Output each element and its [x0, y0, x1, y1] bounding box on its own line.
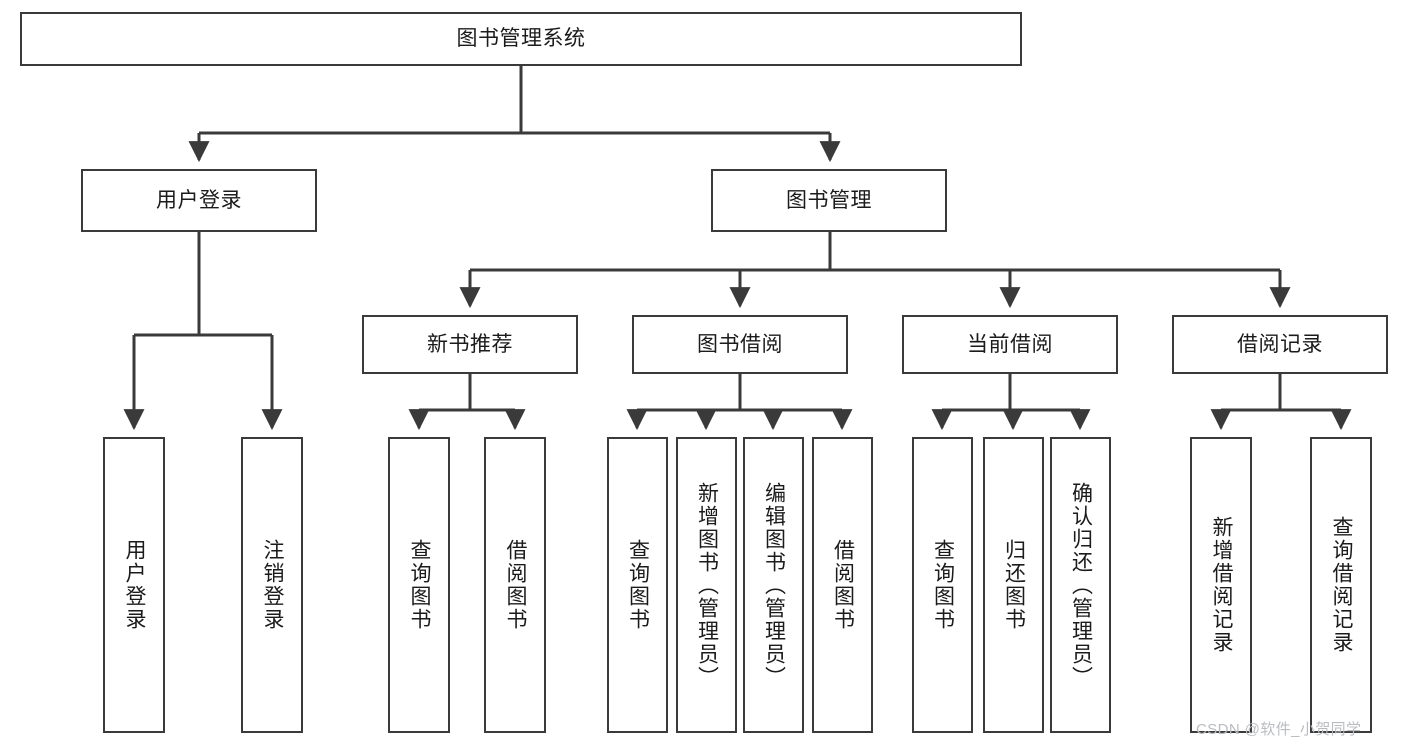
node-leaf-edit-book[interactable]: 编辑图书（管理员） [743, 437, 804, 733]
node-book-borrow[interactable]: 图书借阅 [632, 315, 848, 374]
node-leaf-return-book-label: 归还图书 [1002, 539, 1026, 631]
node-root[interactable]: 图书管理系统 [20, 12, 1022, 66]
node-current-borrow[interactable]: 当前借阅 [902, 315, 1118, 374]
node-leaf-user-logout[interactable]: 注销登录 [241, 437, 303, 733]
node-root-label: 图书管理系统 [456, 27, 586, 51]
node-leaf-query-book-2-label: 查询图书 [626, 539, 650, 631]
node-leaf-borrow-book-1[interactable]: 借阅图书 [484, 437, 546, 733]
node-leaf-add-book-label: 新增图书（管理员） [695, 481, 719, 689]
node-leaf-borrow-book-2[interactable]: 借阅图书 [812, 437, 873, 733]
node-leaf-query-book-3-label: 查询图书 [931, 539, 955, 631]
node-borrow-record-label: 借阅记录 [1237, 332, 1323, 356]
node-borrow-record[interactable]: 借阅记录 [1172, 315, 1388, 374]
node-leaf-add-record-label: 新增借阅记录 [1210, 516, 1234, 654]
node-user-login-label: 用户登录 [156, 188, 242, 212]
node-leaf-query-record[interactable]: 查询借阅记录 [1310, 437, 1372, 733]
node-leaf-add-record[interactable]: 新增借阅记录 [1190, 437, 1252, 733]
node-leaf-return-book[interactable]: 归还图书 [983, 437, 1044, 733]
node-new-book-rec-label: 新书推荐 [427, 332, 513, 356]
node-leaf-user-login-label: 用户登录 [123, 539, 147, 631]
node-leaf-edit-book-label: 编辑图书（管理员） [762, 481, 786, 689]
node-leaf-query-book-1-label: 查询图书 [408, 539, 432, 631]
node-current-borrow-label: 当前借阅 [967, 332, 1053, 356]
node-leaf-add-book[interactable]: 新增图书（管理员） [676, 437, 737, 733]
node-book-borrow-label: 图书借阅 [697, 332, 783, 356]
node-leaf-borrow-book-1-label: 借阅图书 [504, 539, 528, 631]
node-user-login[interactable]: 用户登录 [81, 169, 317, 232]
node-new-book-rec[interactable]: 新书推荐 [362, 315, 578, 374]
node-leaf-query-record-label: 查询借阅记录 [1330, 516, 1354, 654]
csdn-watermark: CSDN @软件_小贺同学 [1196, 721, 1362, 738]
node-book-manage[interactable]: 图书管理 [711, 169, 947, 232]
node-leaf-query-book-2[interactable]: 查询图书 [607, 437, 668, 733]
node-leaf-query-book-1[interactable]: 查询图书 [388, 437, 450, 733]
node-leaf-user-logout-label: 注销登录 [261, 539, 285, 631]
node-book-manage-label: 图书管理 [786, 188, 872, 212]
node-leaf-borrow-book-2-label: 借阅图书 [831, 539, 855, 631]
node-leaf-query-book-3[interactable]: 查询图书 [912, 437, 973, 733]
node-leaf-confirm-return[interactable]: 确认归还（管理员） [1050, 437, 1111, 733]
node-leaf-user-login[interactable]: 用户登录 [103, 437, 165, 733]
node-leaf-confirm-return-label: 确认归还（管理员） [1069, 481, 1093, 689]
